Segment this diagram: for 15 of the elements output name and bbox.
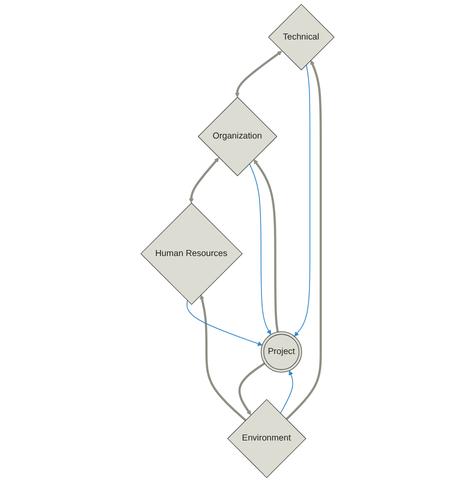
arrow xyxy=(238,362,266,416)
arrow xyxy=(294,64,310,337)
node-diamond: Organization xyxy=(198,96,278,176)
arrow xyxy=(253,159,279,332)
node-diamond: Environment xyxy=(227,399,306,478)
arrow xyxy=(286,60,322,420)
arrow xyxy=(249,163,272,335)
arrow xyxy=(200,294,246,422)
node-diamond: Human Resources xyxy=(140,202,243,305)
arrow xyxy=(188,158,220,204)
node-diamond: Technical xyxy=(268,4,335,70)
arrow xyxy=(186,300,262,346)
arrow xyxy=(280,370,294,414)
node-circle: Project xyxy=(260,331,302,373)
arrow xyxy=(234,50,282,98)
